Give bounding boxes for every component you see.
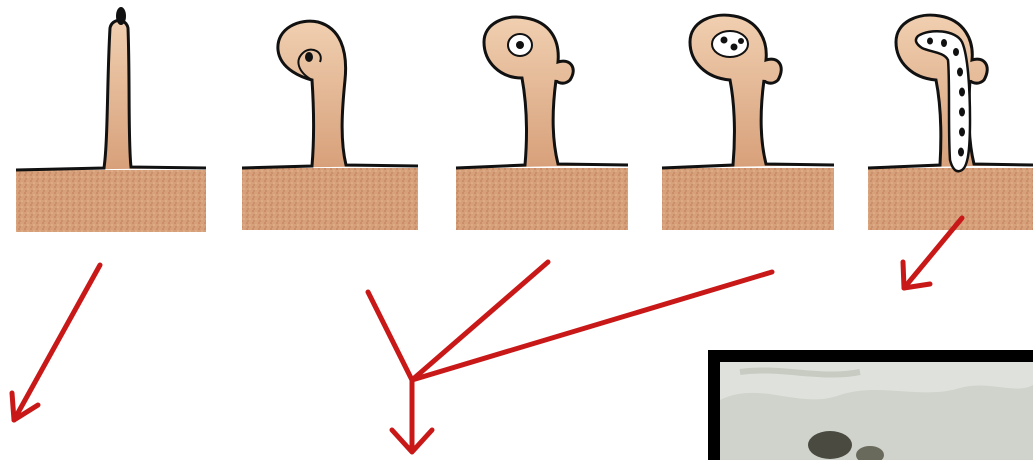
- nucleus: [116, 7, 126, 25]
- tissue-base: [456, 168, 628, 230]
- stage-2: [242, 21, 418, 230]
- arrow-left: [12, 265, 100, 420]
- inner-cell: [712, 31, 748, 57]
- stage-5: [868, 15, 1033, 230]
- tissue-base: [662, 168, 834, 230]
- crozier: [662, 15, 834, 168]
- stage-4: [662, 15, 834, 230]
- crozier: [242, 21, 418, 168]
- nucleus: [516, 41, 524, 49]
- nucleus: [305, 52, 313, 62]
- crozier: [456, 17, 628, 168]
- nucleus: [738, 38, 744, 44]
- stage-3: [456, 17, 628, 230]
- stage-1: [16, 7, 206, 232]
- arrow-center-down: [392, 380, 432, 452]
- micrograph-inset: [708, 350, 1033, 460]
- tissue-base: [868, 168, 1033, 230]
- nucleus: [721, 37, 728, 44]
- nucleus: [731, 44, 738, 51]
- tissue-base: [242, 168, 418, 230]
- tissue-base: [16, 170, 206, 232]
- hypha-stalk: [16, 21, 206, 171]
